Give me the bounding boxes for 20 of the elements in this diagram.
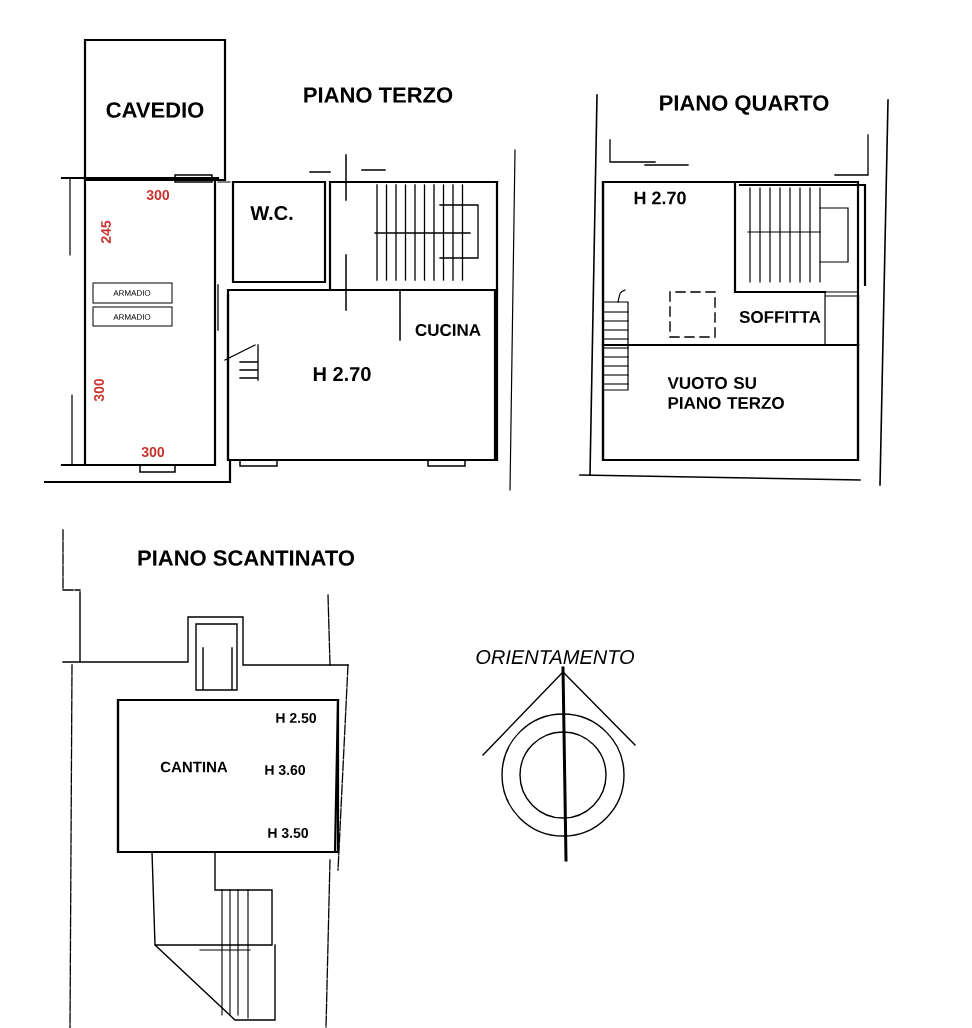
room-label: H 2.50 (276, 713, 317, 723)
room-label: ARMADIO (113, 290, 151, 296)
dimension-value: 300 (94, 378, 104, 402)
room-label: CUCINA (415, 324, 481, 337)
floor-title: PIANO SCANTINATO (138, 550, 355, 566)
room-label: ARMADIO (113, 314, 151, 320)
floor-title: ORIENTAMENTO (476, 649, 635, 665)
floor-title: PIANO TERZO (304, 87, 453, 103)
floor-title: PIANO QUARTO (660, 95, 829, 115)
room-label: H 3.60 (265, 765, 306, 775)
room-label: SOFFITTA (739, 311, 821, 324)
room-label: W.C. (250, 205, 293, 221)
dimension-value: 245 (101, 220, 111, 244)
room-label: H 2.70 (634, 191, 686, 205)
room-label: CANTINA (160, 761, 228, 773)
room-label: H 2.70 (313, 366, 371, 382)
dimension-value: 300 (141, 447, 165, 457)
room-label: VUOTO SU PIANO TERZO (667, 377, 784, 410)
room-label: CAVEDIO (106, 102, 204, 118)
room-label: H 3.50 (268, 828, 309, 838)
